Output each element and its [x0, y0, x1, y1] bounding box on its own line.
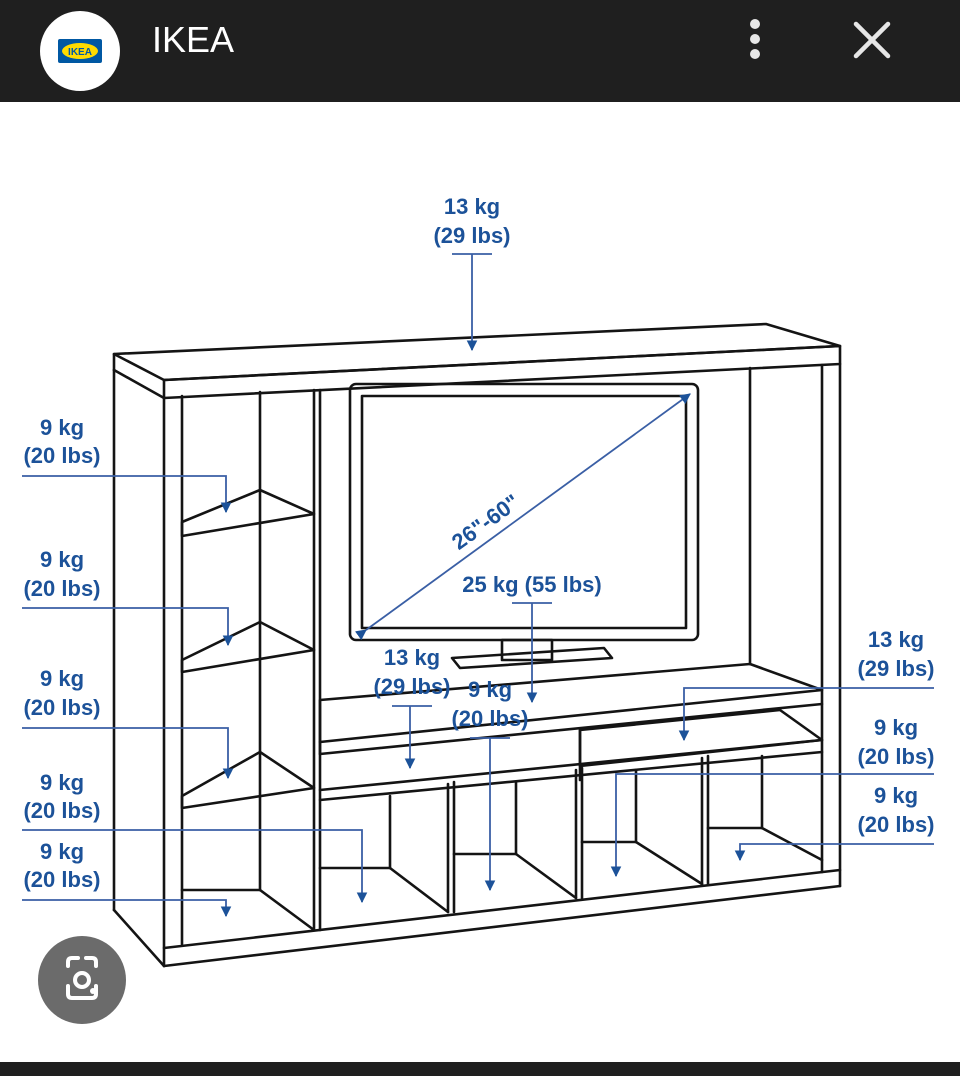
left-shelf-3-lbs: (20 lbs) [23, 695, 100, 720]
camera-search-icon [66, 956, 98, 1000]
right-low-arrow [734, 843, 934, 862]
left-shelf-1-kg: 9 kg [40, 415, 84, 440]
visual-search-button[interactable] [38, 936, 126, 1024]
left-shelf-5-lbs: (20 lbs) [23, 867, 100, 892]
close-icon [853, 21, 891, 59]
right-top-kg: 13 kg [868, 627, 924, 652]
close-button[interactable] [846, 14, 898, 66]
tv-storage-unit-drawing [112, 322, 842, 968]
bottom-bar [0, 1062, 960, 1076]
left-shelf-2-arrow [22, 607, 234, 647]
more-options-button[interactable] [730, 14, 780, 64]
left-shelf-3-kg: 9 kg [40, 666, 84, 691]
right-mid-arrow [610, 773, 934, 878]
left-shelf-4-lbs: (20 lbs) [23, 798, 100, 823]
center-left-lbs: (29 lbs) [373, 674, 450, 699]
tv-diagonal-arrow [354, 393, 691, 641]
left-shelf-5-kg: 9 kg [40, 839, 84, 864]
top-load-lbs: (29 lbs) [433, 223, 510, 248]
left-shelf-5-arrow [22, 899, 232, 918]
left-shelf-4-kg: 9 kg [40, 770, 84, 795]
left-shelf-3-arrow [22, 727, 234, 780]
page-title: IKEA [152, 19, 235, 60]
right-top-lbs: (29 lbs) [857, 656, 934, 681]
more-vertical-icon [750, 19, 760, 59]
right-mid-kg: 9 kg [874, 715, 918, 740]
left-shelf-4-arrow [22, 829, 368, 904]
left-shelf-1-lbs: (20 lbs) [23, 443, 100, 468]
left-shelf-1-arrow [22, 475, 232, 514]
top-load-kg: 13 kg [444, 194, 500, 219]
ikea-logo-icon: IKEA [58, 39, 102, 63]
app-header-bar: IKEA IKEA [0, 0, 960, 102]
tv-size-label: 26"-60" [447, 489, 524, 555]
logo-wordmark: IKEA [68, 47, 92, 58]
right-mid-lbs: (20 lbs) [857, 744, 934, 769]
center-mid-kg: 9 kg [468, 677, 512, 702]
center-left-kg: 13 kg [384, 645, 440, 670]
right-top-arrow [678, 687, 934, 742]
tv-weight-label: 25 kg (55 lbs) [462, 572, 601, 597]
ikea-logo: IKEA [40, 11, 120, 91]
left-shelf-2-lbs: (20 lbs) [23, 576, 100, 601]
right-low-lbs: (20 lbs) [857, 812, 934, 837]
left-shelf-2-kg: 9 kg [40, 547, 84, 572]
center-mid-lbs: (20 lbs) [451, 706, 528, 731]
right-low-kg: 9 kg [874, 783, 918, 808]
product-load-diagram: 26"-60" 13 kg (29 lbs) 9 kg (20 lbs) 9 k… [22, 194, 935, 968]
